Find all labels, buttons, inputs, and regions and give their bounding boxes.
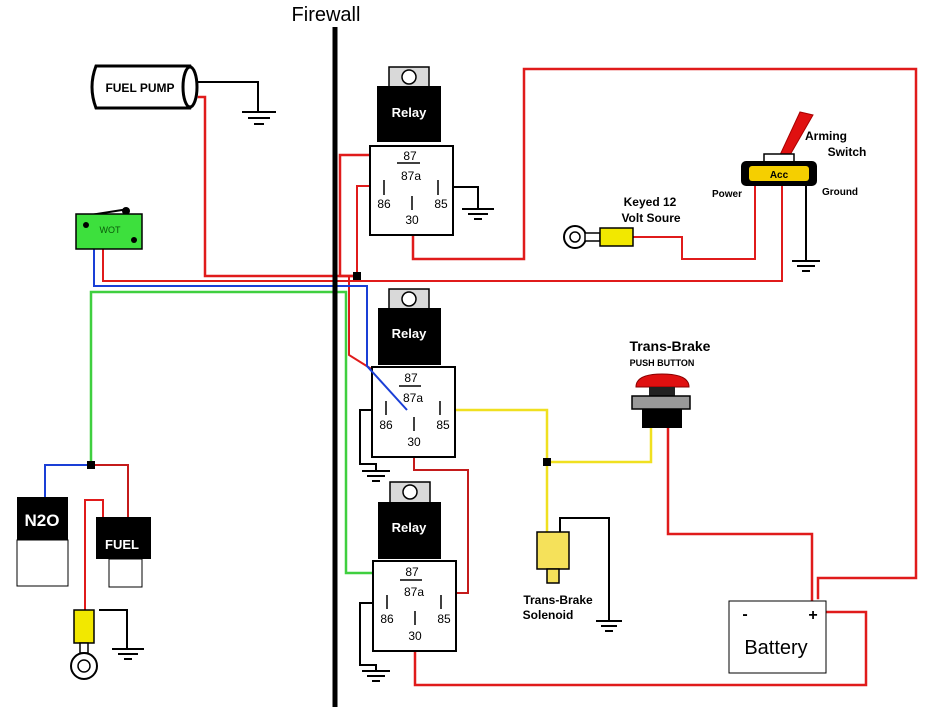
wot-label: WOT — [100, 225, 121, 235]
fuel-pump-label: FUEL PUMP — [105, 81, 174, 95]
fuel-solenoid: FUEL — [96, 517, 151, 588]
ground-symbol-solenoid — [596, 620, 622, 632]
yellow-wire — [435, 408, 549, 534]
red-wire-junction-relay2 — [348, 275, 375, 372]
ground-symbol-fuel-pump — [242, 111, 276, 125]
blue-wire-n2o — [44, 464, 92, 498]
arming-label-1: Arming — [805, 129, 847, 143]
junction-dot-2 — [543, 458, 551, 466]
red-wire-wot-arming — [102, 184, 783, 282]
relay-1-pin-85: 85 — [434, 197, 448, 211]
keyed-12v-terminal — [563, 225, 634, 249]
ground-wire-solenoid — [559, 517, 610, 622]
push-button-label: PUSH BUTTON — [630, 358, 695, 368]
relay-3-pin-30: 30 — [408, 629, 422, 643]
ground-wire-arming — [800, 184, 807, 262]
red-wire-relay1-30 — [411, 67, 918, 600]
junction-dot-1 — [353, 272, 361, 280]
ground-symbol-arming — [792, 260, 820, 272]
junction-dot-3 — [87, 461, 95, 469]
keyed-label-2: Volt Soure — [621, 211, 680, 225]
red-wire-keyed — [632, 184, 756, 260]
n2o-ground-terminal — [70, 609, 98, 680]
relay-2-pin-87: 87 — [404, 371, 418, 385]
red-wire-fuel-solenoid — [90, 464, 129, 518]
relay-3-pin-86: 86 — [380, 612, 394, 626]
solenoid-label-1: Trans-Brake — [523, 593, 593, 607]
ground-wire-relay1 — [451, 186, 479, 210]
push-button — [631, 373, 691, 428]
fuel-pump: FUEL PUMP — [90, 64, 199, 110]
acc-label: Acc — [770, 170, 789, 181]
keyed-label-1: Keyed 12 — [624, 195, 677, 209]
relay-1-pin-30: 30 — [405, 213, 419, 227]
relay-2-pin-86: 86 — [379, 418, 393, 432]
power-label: Power — [712, 189, 742, 200]
red-wire-n2o-ground — [84, 499, 104, 611]
battery-minus: - — [742, 606, 747, 623]
relay-1: Relay 87 87a 86 85 30 — [369, 66, 454, 236]
trans-brake-solenoid — [536, 531, 570, 584]
relay-1-pin-87a: 87a — [401, 169, 421, 183]
relay-1-pin-87: 87 — [403, 149, 417, 163]
arming-switch: Acc — [741, 111, 817, 186]
fuel-label: FUEL — [105, 537, 139, 552]
relay-3-label: Relay — [392, 520, 427, 535]
battery: - + Battery — [728, 600, 827, 674]
arming-label-2: Switch — [828, 145, 867, 159]
firewall-label: Firewall — [292, 4, 361, 26]
relay-2-pin-30: 30 — [407, 435, 421, 449]
red-wire-relay2-relay3 — [413, 454, 469, 594]
relay-3-pin-87: 87 — [405, 565, 419, 579]
relay-2: Relay 87 87a 86 85 30 — [366, 288, 456, 458]
relay-1-pin-86: 86 — [377, 197, 391, 211]
relay-2-pin-87a: 87a — [403, 391, 423, 405]
ground-wire-fuel-pump — [196, 81, 259, 113]
green-wire — [89, 290, 401, 575]
ground-symbol-n2o — [112, 648, 144, 660]
ground-symbol-relay-3 — [362, 670, 390, 682]
red-wire-button-battery — [666, 426, 814, 602]
relay-2-label: Relay — [392, 326, 427, 341]
solenoid-label-2: Solenoid — [523, 608, 574, 622]
red-wire-relay3-battery — [413, 610, 868, 687]
relay-3-pin-87a: 87a — [404, 585, 424, 599]
relay-3-pin-85: 85 — [437, 612, 451, 626]
relay-2-pin-85: 85 — [436, 418, 450, 432]
ground-label: Ground — [822, 187, 858, 198]
battery-label: Battery — [744, 637, 807, 659]
battery-plus: + — [808, 607, 817, 624]
red-wire-fuel-pump — [197, 95, 359, 278]
ground-wire-n2o — [99, 609, 128, 650]
relay-3: Relay 87 87a 86 85 30 — [372, 481, 457, 652]
ground-wire-relay2 — [359, 409, 385, 472]
n2o-solenoid: N2O — [16, 497, 69, 587]
n2o-label: N2O — [25, 511, 60, 530]
ground-symbol-relay-2 — [362, 470, 390, 482]
relay-1-label: Relay — [392, 105, 427, 120]
ground-wire-relay3 — [359, 602, 385, 672]
trans-brake-title: Trans-Brake — [630, 338, 711, 354]
yellow-wire-button — [545, 426, 653, 464]
wot-switch: WOT — [75, 207, 143, 250]
ground-symbol-relay-1 — [462, 208, 494, 220]
